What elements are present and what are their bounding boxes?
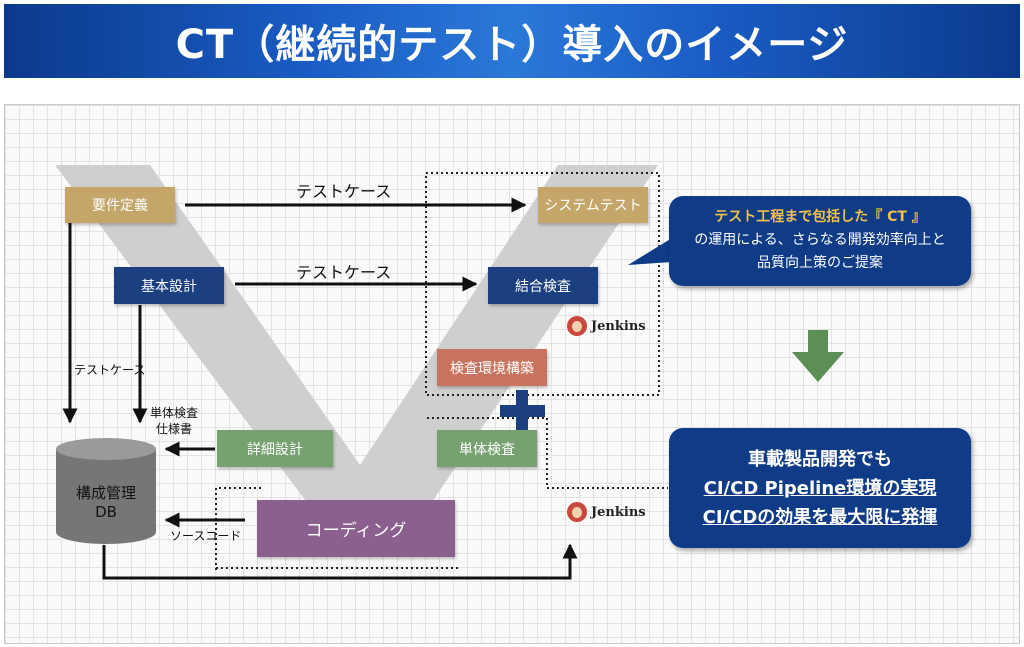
- callout-proposal-line1: テスト工程まで包括した『 CT 』: [714, 209, 926, 225]
- jenkins-butler-icon: [567, 316, 587, 336]
- node-unit-test: 単体検査: [437, 430, 537, 467]
- node-requirements: 要件定義: [65, 187, 175, 223]
- v-model-shape: [55, 165, 658, 520]
- label-testcase-top: テストケース: [296, 182, 392, 201]
- callout-pointer: [628, 238, 672, 265]
- node-env-build-label: 検査環境構築: [450, 360, 534, 377]
- node-coding: コーディング: [257, 500, 455, 557]
- jenkins-badge-lower: Jenkins: [567, 502, 646, 522]
- jenkins-label-lower: Jenkins: [591, 504, 646, 520]
- label-unit-spec: 単体検査 仕様書: [150, 405, 198, 437]
- database-icon: [56, 438, 156, 544]
- node-basic-design-label: 基本設計: [141, 278, 197, 295]
- node-detail-design: 詳細設計: [217, 430, 333, 467]
- down-arrow-icon: [792, 330, 844, 382]
- node-system-test-label: システムテスト: [544, 198, 642, 214]
- node-env-build: 検査環境構築: [437, 349, 547, 386]
- config-db-line2: DB: [95, 503, 117, 521]
- jenkins-badge-upper: Jenkins: [567, 316, 646, 336]
- title-banner: CT（継続的テスト）導入のイメージ: [4, 4, 1020, 78]
- callout-proposal: テスト工程まで包括した『 CT 』 の運用による、さらなる開発効率向上と 品質向…: [669, 196, 971, 286]
- label-testcase-mid: テストケース: [296, 263, 392, 282]
- callout-cicd-line1: 車載製品開発でも: [748, 449, 892, 470]
- arrow-db-to-jenkins: [102, 543, 578, 580]
- node-system-test: システムテスト: [538, 187, 648, 223]
- page-title: CT（継続的テスト）導入のイメージ: [175, 22, 849, 68]
- callout-cicd-line2: CI/CD Pipeline環境の実現: [703, 478, 937, 499]
- node-unit-test-label: 単体検査: [459, 441, 515, 458]
- plus-icon-h: [500, 405, 545, 417]
- label-unit-spec-line1: 単体検査: [150, 406, 199, 420]
- jenkins-butler-icon: [567, 502, 587, 522]
- node-integration: 結合検査: [488, 267, 598, 304]
- node-detail-design-label: 詳細設計: [247, 441, 303, 458]
- label-unit-spec-line2: 仕様書: [156, 422, 193, 436]
- callout-proposal-line2: の運用による、さらなる開発効率向上と: [694, 232, 946, 248]
- node-integration-label: 結合検査: [515, 278, 571, 295]
- ci-frame-lower: [215, 417, 668, 570]
- node-requirements-label: 要件定義: [92, 198, 148, 214]
- config-db-label: 構成管理 DB: [55, 484, 157, 522]
- config-db-line1: 構成管理: [75, 484, 136, 502]
- callout-cicd: 車載製品開発でも CI/CD Pipeline環境の実現 CI/CDの効果を最大…: [669, 428, 971, 548]
- node-basic-design: 基本設計: [114, 267, 224, 304]
- label-testcase-left: テストケース: [74, 363, 146, 377]
- callout-proposal-line3: 品質向上策のご提案: [757, 255, 883, 271]
- ci-frame-upper: [425, 172, 660, 396]
- node-coding-label: コーディング: [305, 521, 407, 541]
- callout-cicd-line3: CI/CDの効果を最大限に発揮: [702, 507, 938, 528]
- label-source-code: ソースコード: [170, 529, 242, 543]
- jenkins-label-upper: Jenkins: [591, 318, 646, 334]
